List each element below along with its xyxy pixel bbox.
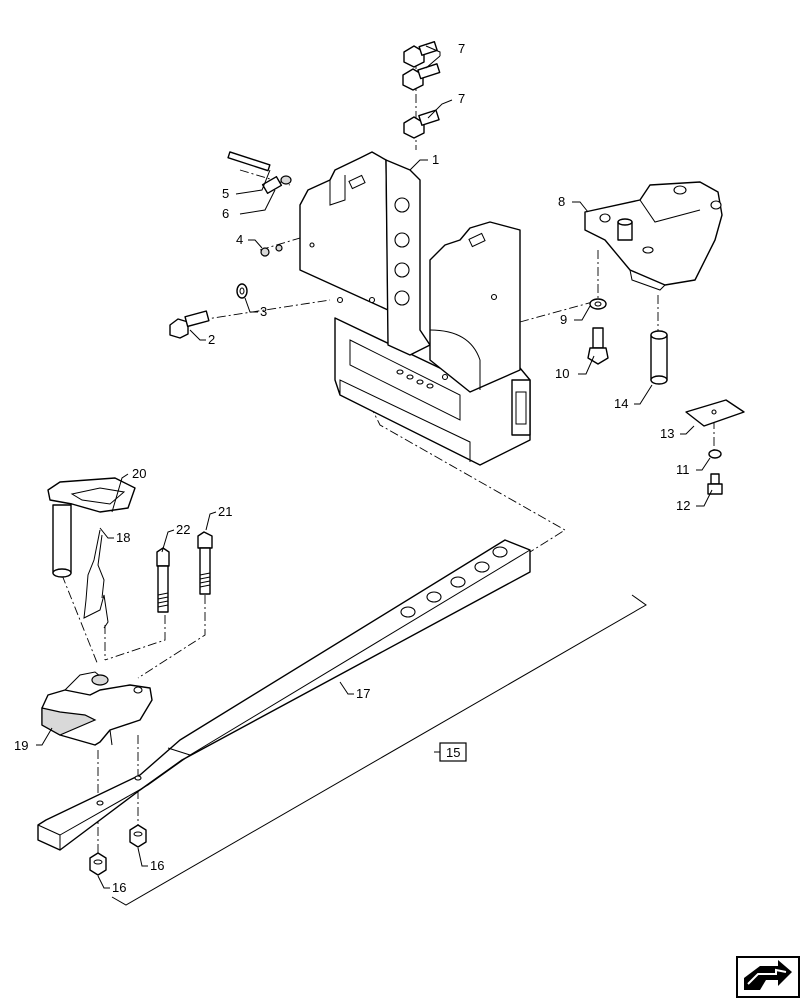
callout-13: 13: [660, 426, 674, 441]
callout-19: 19: [14, 738, 28, 753]
callout-6: 6: [222, 206, 229, 221]
drawbar-support-bracket: [299, 151, 531, 466]
bolt-22: [156, 547, 170, 613]
callout-leaders: [36, 45, 713, 889]
callout-5: 5: [222, 186, 229, 201]
callout-4: 4: [236, 232, 243, 247]
callout-20: 20: [132, 466, 146, 481]
callout-7-a: 7: [458, 41, 465, 56]
bolt-12: [707, 473, 723, 495]
callout-labels: 7 7 1 5 6 4 3 2 8 9 10 14 13 11 12 20 18…: [14, 41, 690, 895]
lynch-pin-20: [47, 477, 136, 578]
pin-5: [227, 151, 271, 172]
callout-3: 3: [260, 304, 267, 319]
washer-9: [589, 298, 607, 310]
callout-1: 1: [432, 152, 439, 167]
bolt-7-lower: [403, 109, 440, 139]
callout-12: 12: [676, 498, 690, 513]
callout-15: 15: [446, 745, 460, 760]
callout-8: 8: [558, 194, 565, 209]
callout-7-b: 7: [458, 91, 465, 106]
callout-17: 17: [356, 686, 370, 701]
callout-2: 2: [208, 332, 215, 347]
nut-16-right: [129, 824, 147, 848]
callout-11: 11: [676, 462, 690, 477]
group-15-bracket: [111, 594, 647, 906]
spring-clip-18: [83, 529, 109, 629]
bolt-7-upper-a: [403, 41, 438, 68]
pin-14: [650, 330, 668, 385]
callout-22: 22: [176, 522, 190, 537]
hitch-bracket-8: [584, 181, 723, 291]
nut-4: [260, 244, 283, 257]
washer-3: [236, 283, 248, 299]
next-page-arrow-icon[interactable]: [736, 956, 800, 998]
washer-11: [708, 449, 722, 459]
nut-16-left: [89, 852, 107, 876]
callout-14: 14: [614, 396, 628, 411]
bolt-2: [169, 310, 210, 339]
sleeve-6: [261, 175, 292, 195]
callout-16-left: 16: [112, 880, 126, 895]
plate-13: [685, 399, 745, 427]
callout-21: 21: [218, 504, 232, 519]
bolt-21: [197, 531, 213, 595]
callout-10: 10: [555, 366, 569, 381]
hitch-hook-19: [41, 671, 153, 746]
bolt-10: [587, 327, 609, 365]
callout-9: 9: [560, 312, 567, 327]
bolt-7-upper-b: [402, 63, 441, 91]
callout-18: 18: [116, 530, 130, 545]
drawbar-17: [37, 539, 531, 851]
callout-16-right: 16: [150, 858, 164, 873]
